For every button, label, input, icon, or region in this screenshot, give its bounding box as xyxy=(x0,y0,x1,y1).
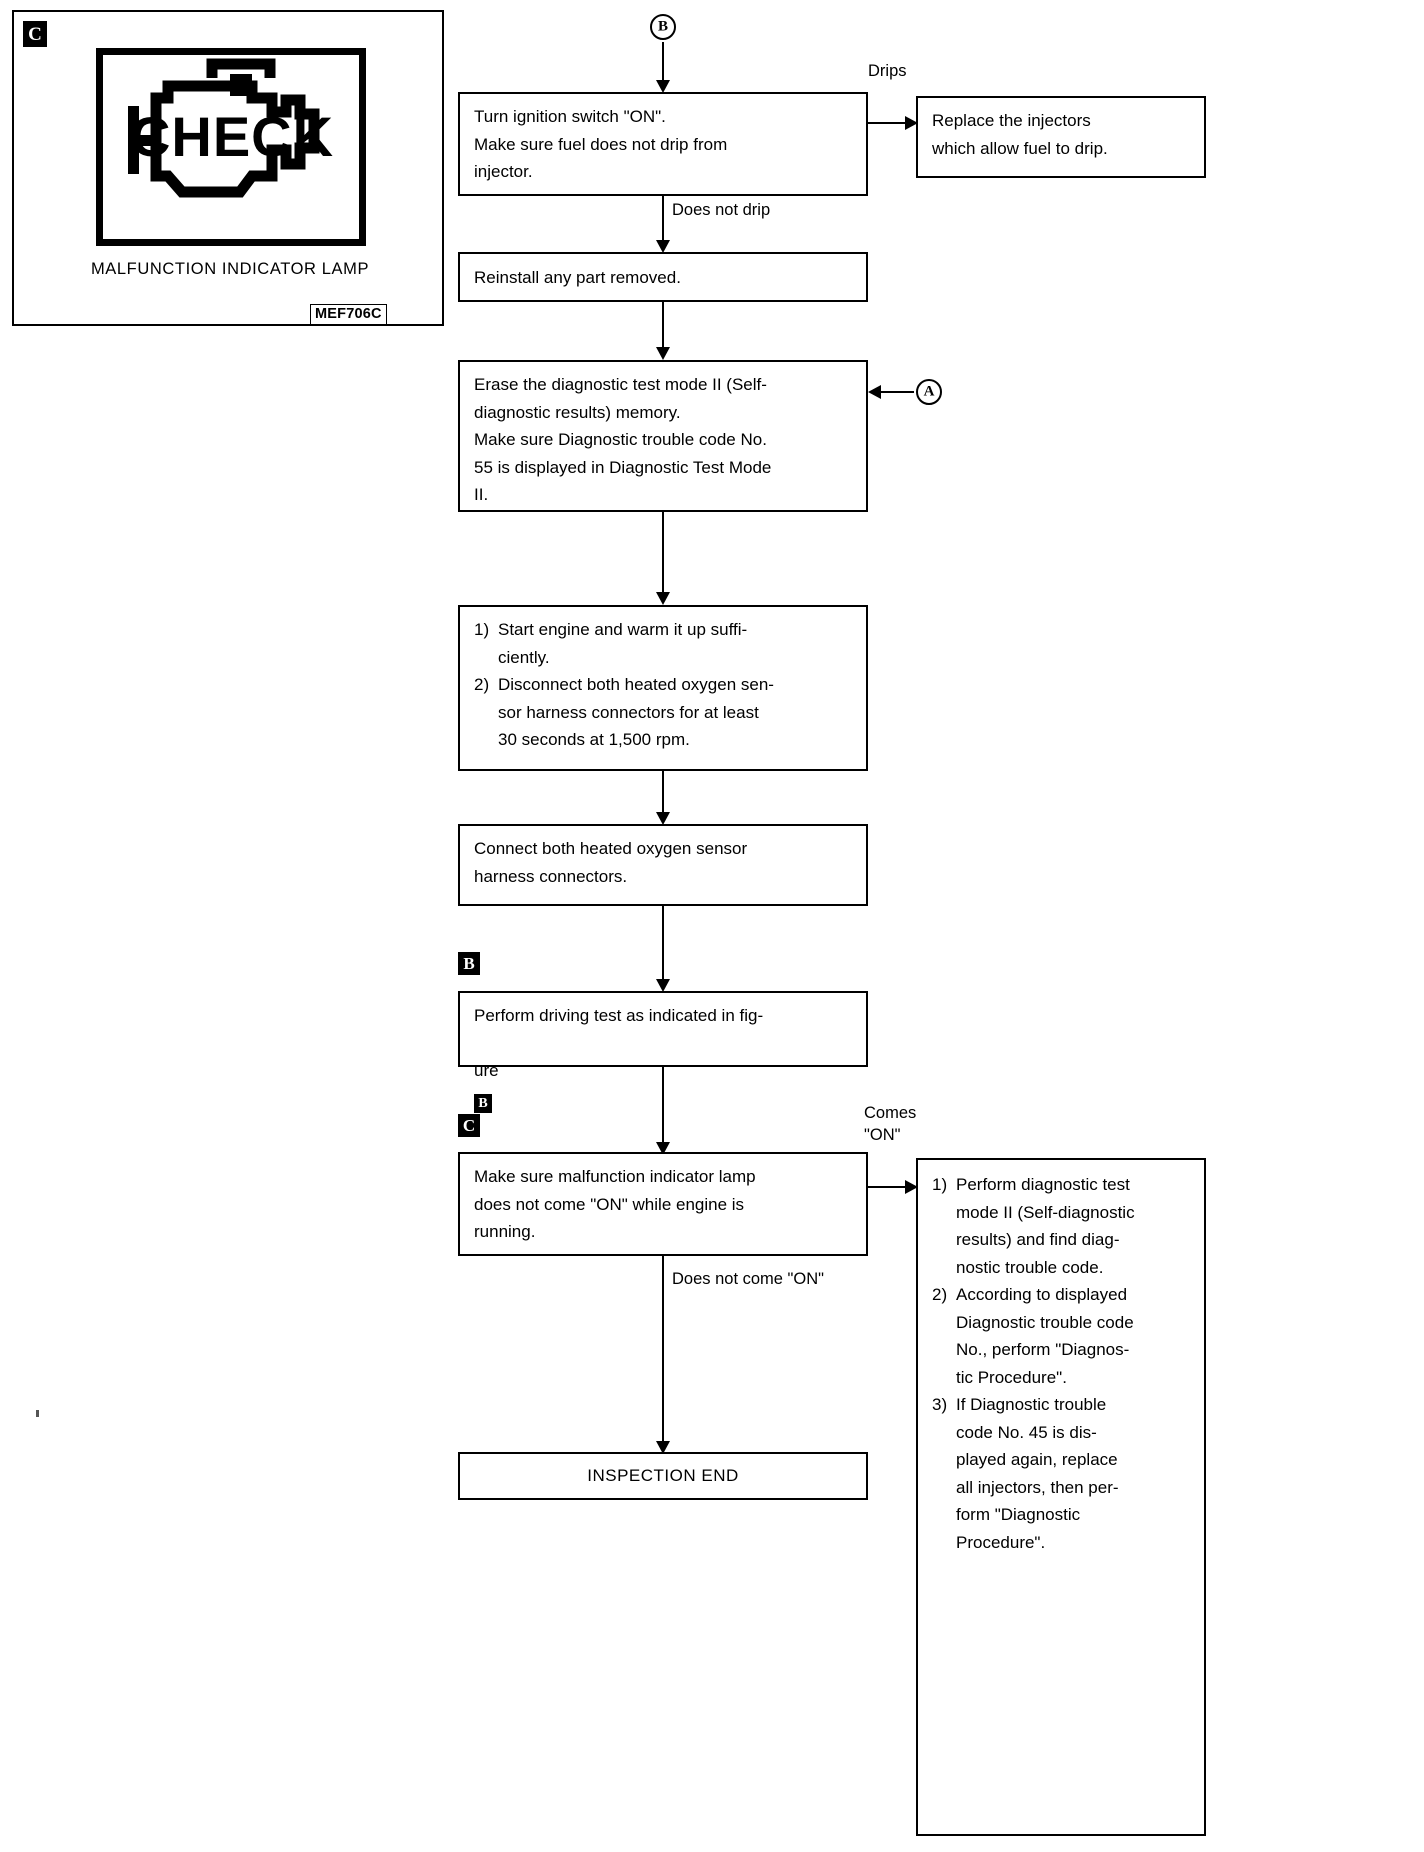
diagnostic-step-list: 1) Perform diagnostic test mode II (Self… xyxy=(932,1171,1192,1556)
arrowhead-right-comes-on xyxy=(905,1180,918,1194)
arrowhead-down xyxy=(656,240,670,253)
step-number: 3) xyxy=(932,1395,948,1415)
box-driving-test-line1: Perform driving test as indicated in fig… xyxy=(474,1006,764,1025)
svg-text:CHECK: CHECK xyxy=(130,105,334,168)
step-number: 1) xyxy=(474,620,490,639)
edge-label-does-not-drip: Does not drip xyxy=(672,201,771,219)
list-item: 2) Disconnect both heated oxygen sen- so… xyxy=(474,671,854,754)
box-driving-test: Perform driving test as indicated in fig… xyxy=(458,991,868,1136)
arrowhead-down xyxy=(656,1142,670,1155)
box-malfunction-check-text: Make sure malfunction indicator lamp doe… xyxy=(474,1167,756,1242)
list-item: 1) Start engine and warm it up suffi- ci… xyxy=(474,616,854,671)
flow-line-erase-to-start xyxy=(662,512,665,602)
arrowhead-down xyxy=(656,347,670,360)
flow-line-connect-to-driving xyxy=(662,906,665,988)
box-replace-injectors-text: Replace the injectors which allow fuel t… xyxy=(932,111,1108,158)
check-engine-icon: CHECK xyxy=(128,58,334,198)
step-text: Start engine and warm it up suffi- cient… xyxy=(498,620,748,667)
step-number: 2) xyxy=(474,675,490,695)
step-text: If Diagnostic trouble code No. 45 is dis… xyxy=(956,1395,1119,1552)
connector-b-in: B xyxy=(650,14,676,40)
lamp-caption: MALFUNCTION INDICATOR LAMP xyxy=(90,260,370,278)
flow-line-comes-on xyxy=(868,1186,912,1189)
step-number: 2) xyxy=(932,1285,948,1305)
arrowhead-down xyxy=(656,592,670,605)
illustration-panel: C CHECK MALFUNCTION INDICATOR LAMP MEF70… xyxy=(12,10,444,326)
arrowhead-down xyxy=(656,80,670,93)
box-connect-sensors: Connect both heated oxygen sensor harnes… xyxy=(458,824,868,906)
flow-line-driving-to-malfunction xyxy=(662,1067,665,1151)
box-turn-ignition: Turn ignition switch "ON". Make sure fue… xyxy=(458,92,868,196)
list-item: 2) According to displayed Diagnostic tro… xyxy=(932,1281,1192,1391)
list-item: 3) If Diagnostic trouble code No. 45 is … xyxy=(932,1391,1192,1556)
flow-line-malfunction-to-end xyxy=(662,1256,665,1450)
step-text: Disconnect both heated oxygen sen- sor h… xyxy=(498,675,774,750)
flow-line-ignition-to-reinstall xyxy=(662,196,665,250)
connector-a-in: A xyxy=(916,379,942,405)
edge-label-does-not-come-on: Does not come "ON" xyxy=(672,1270,825,1288)
arrowhead-right-drips xyxy=(905,116,918,130)
page-speck xyxy=(36,1410,39,1417)
edge-label-comes-on: Comes "ON" xyxy=(864,1104,917,1145)
box-diagnostic-steps: 1) Perform diagnostic test mode II (Self… xyxy=(916,1158,1206,1836)
box-start-engine-steps: 1) Start engine and warm it up suffi- ci… xyxy=(458,605,868,771)
box-reinstall-part-text: Reinstall any part removed. xyxy=(474,268,681,287)
driving-test-prefix: ure xyxy=(474,1061,499,1081)
flow-line-drips xyxy=(868,122,912,125)
box-inspection-end: INSPECTION END xyxy=(458,1452,868,1500)
box-turn-ignition-text: Turn ignition switch "ON". Make sure fue… xyxy=(474,107,728,182)
box-reinstall-part: Reinstall any part removed. xyxy=(458,252,868,302)
step-number: 1) xyxy=(932,1175,948,1194)
arrowhead-down xyxy=(656,812,670,825)
start-engine-step-list: 1) Start engine and warm it up suffi- ci… xyxy=(474,616,854,754)
step-text: According to displayed Diagnostic troubl… xyxy=(956,1285,1134,1387)
flow-line-reinstall-to-erase xyxy=(662,302,665,356)
flow-line-a-to-erase xyxy=(878,391,914,394)
step-marker-c: C xyxy=(458,1114,480,1137)
edge-label-drips: Drips xyxy=(868,62,907,80)
box-inspection-end-text: INSPECTION END xyxy=(587,1466,739,1486)
step-text: Perform diagnostic test mode II (Self-di… xyxy=(956,1175,1135,1277)
panel-marker-c: C xyxy=(23,21,47,47)
arrowhead-down xyxy=(656,1441,670,1454)
box-replace-injectors: Replace the injectors which allow fuel t… xyxy=(916,96,1206,178)
arrowhead-left-a xyxy=(868,385,881,399)
list-item: 1) Perform diagnostic test mode II (Self… xyxy=(932,1171,1192,1281)
figure-code: MEF706C xyxy=(310,304,387,325)
step-marker-b: B xyxy=(458,952,480,975)
box-connect-sensors-text: Connect both heated oxygen sensor harnes… xyxy=(474,839,748,886)
inline-marker-b: B xyxy=(474,1094,492,1114)
box-erase-memory-text: Erase the diagnostic test mode II (Self-… xyxy=(474,375,772,505)
flow-line-start-to-connect xyxy=(662,771,665,821)
figure-code-wrap: MEF706C xyxy=(310,304,387,325)
box-malfunction-check: Make sure malfunction indicator lamp doe… xyxy=(458,1152,868,1256)
flow-line-b-to-ignition xyxy=(662,42,665,84)
arrowhead-down xyxy=(656,979,670,992)
box-erase-memory: Erase the diagnostic test mode II (Self-… xyxy=(458,360,868,512)
